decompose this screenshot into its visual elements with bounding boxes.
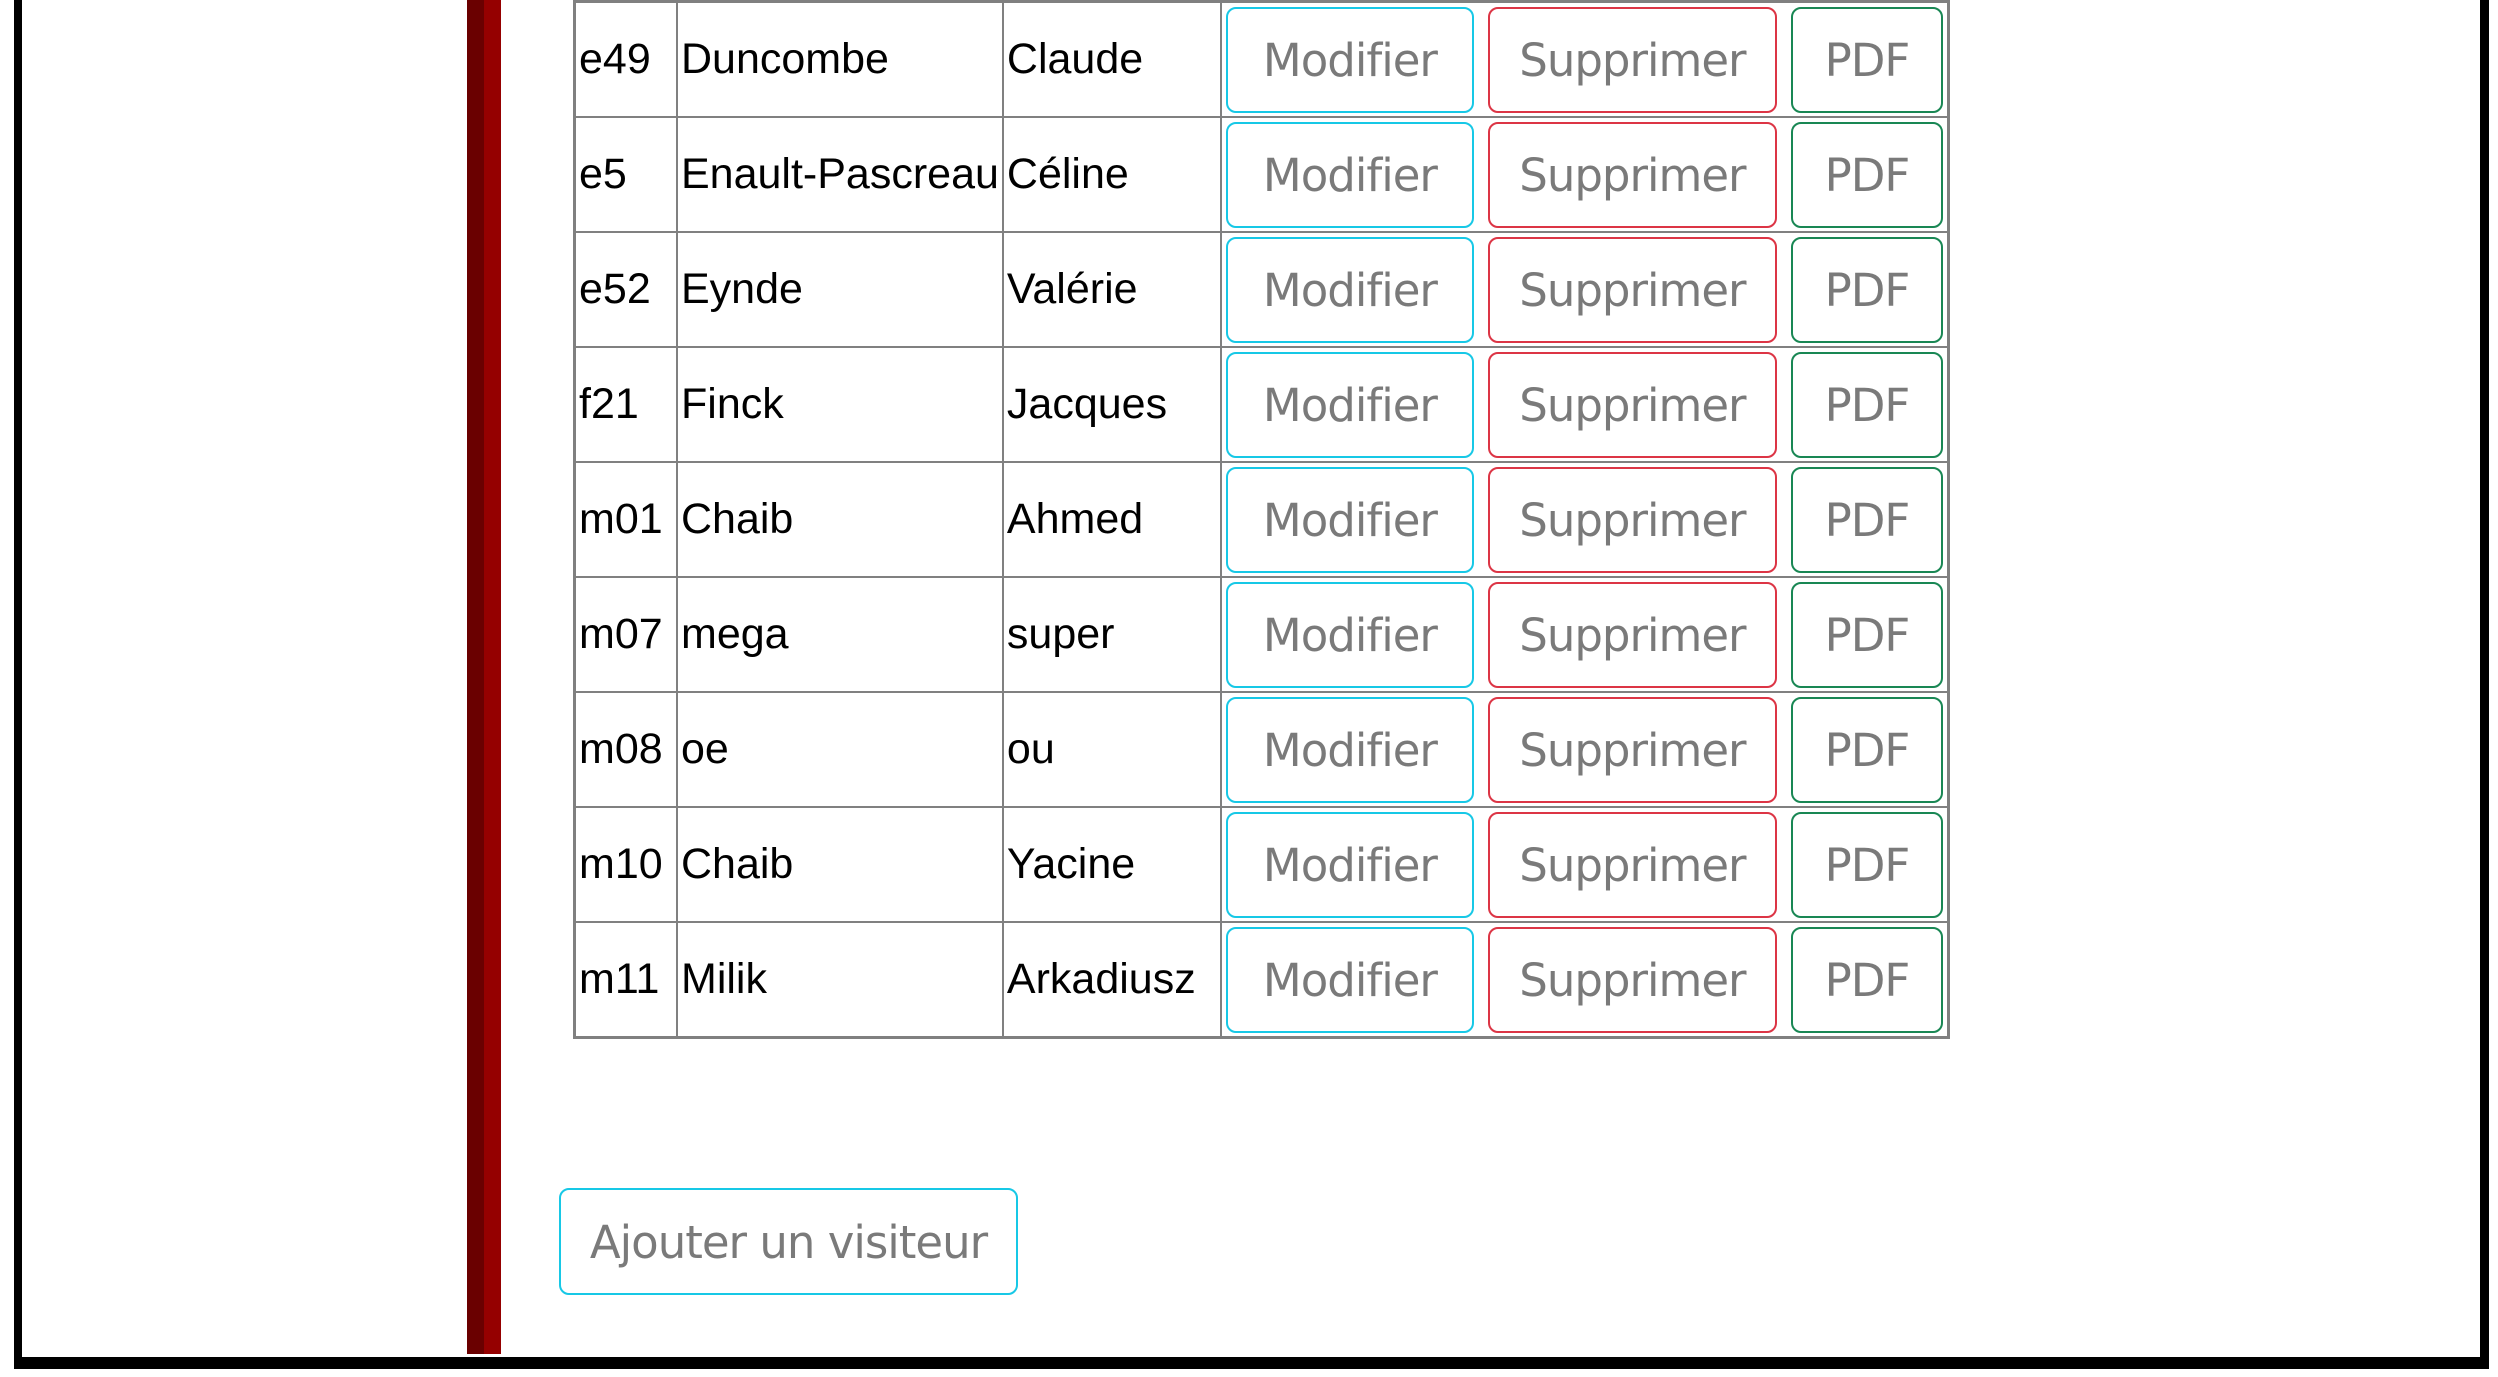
visitor-lastname: Chaib: [676, 461, 1004, 578]
pdf-button[interactable]: PDF: [1790, 926, 1943, 1033]
visitor-firstname: Claude: [1001, 0, 1222, 118]
visitor-lastname: oe: [676, 691, 1004, 808]
visitor-id: e5: [573, 116, 678, 233]
visitor-lastname: Duncombe: [676, 0, 1004, 118]
pdf-button[interactable]: PDF: [1790, 351, 1943, 458]
visitor-lastname: Milik: [676, 921, 1004, 1039]
modify-button[interactable]: Modifier: [1225, 121, 1474, 228]
delete-button[interactable]: Supprimer: [1487, 121, 1777, 228]
visitor-lastname: Chaib: [676, 806, 1004, 923]
pdf-button[interactable]: PDF: [1790, 811, 1943, 918]
delete-button[interactable]: Supprimer: [1487, 581, 1777, 688]
visitor-lastname: Eynde: [676, 231, 1004, 348]
window-border-right: [2480, 0, 2489, 1369]
delete-button[interactable]: Supprimer: [1487, 811, 1777, 918]
delete-button[interactable]: Supprimer: [1487, 236, 1777, 343]
visitor-id: f21: [573, 346, 678, 463]
pdf-button[interactable]: PDF: [1790, 6, 1943, 113]
delete-button[interactable]: Supprimer: [1487, 351, 1777, 458]
visitor-id: m08: [573, 691, 678, 808]
visitor-id: m11: [573, 921, 678, 1039]
modify-button[interactable]: Modifier: [1225, 351, 1474, 458]
visitor-firstname: Jacques: [1001, 346, 1222, 463]
pdf-button[interactable]: PDF: [1790, 121, 1943, 228]
visitor-firstname: Céline: [1001, 116, 1222, 233]
pdf-button[interactable]: PDF: [1790, 236, 1943, 343]
visitor-firstname: super: [1001, 576, 1222, 693]
add-visitor-button[interactable]: Ajouter un visiteur: [559, 1188, 1018, 1295]
visitor-lastname: Finck: [676, 346, 1004, 463]
delete-button[interactable]: Supprimer: [1487, 926, 1777, 1033]
modify-button[interactable]: Modifier: [1225, 926, 1474, 1033]
pdf-button[interactable]: PDF: [1790, 466, 1943, 573]
pdf-button[interactable]: PDF: [1790, 581, 1943, 688]
modify-button[interactable]: Modifier: [1225, 236, 1474, 343]
delete-button[interactable]: Supprimer: [1487, 696, 1777, 803]
modify-button[interactable]: Modifier: [1225, 466, 1474, 573]
modify-button[interactable]: Modifier: [1225, 581, 1474, 688]
visitor-id: e49: [573, 0, 678, 118]
delete-button[interactable]: Supprimer: [1487, 6, 1777, 113]
visitor-firstname: ou: [1001, 691, 1222, 808]
visitor-firstname: Ahmed: [1001, 461, 1222, 578]
pdf-button[interactable]: PDF: [1790, 696, 1943, 803]
sidebar-accent-bar: [467, 0, 501, 1354]
visitor-id: m01: [573, 461, 678, 578]
delete-button[interactable]: Supprimer: [1487, 466, 1777, 573]
visitor-id: m07: [573, 576, 678, 693]
modify-button[interactable]: Modifier: [1225, 6, 1474, 113]
visitor-firstname: Valérie: [1001, 231, 1222, 348]
visitor-id: e52: [573, 231, 678, 348]
visitor-id: m10: [573, 806, 678, 923]
visitor-firstname: Arkadiusz: [1001, 921, 1222, 1039]
modify-button[interactable]: Modifier: [1225, 811, 1474, 918]
window-border-bottom: [14, 1357, 2489, 1369]
visitor-firstname: Yacine: [1001, 806, 1222, 923]
visitor-lastname: Enault-Pascreau: [676, 116, 1004, 233]
visitor-lastname: mega: [676, 576, 1004, 693]
window-border-left: [14, 0, 22, 1369]
modify-button[interactable]: Modifier: [1225, 696, 1474, 803]
